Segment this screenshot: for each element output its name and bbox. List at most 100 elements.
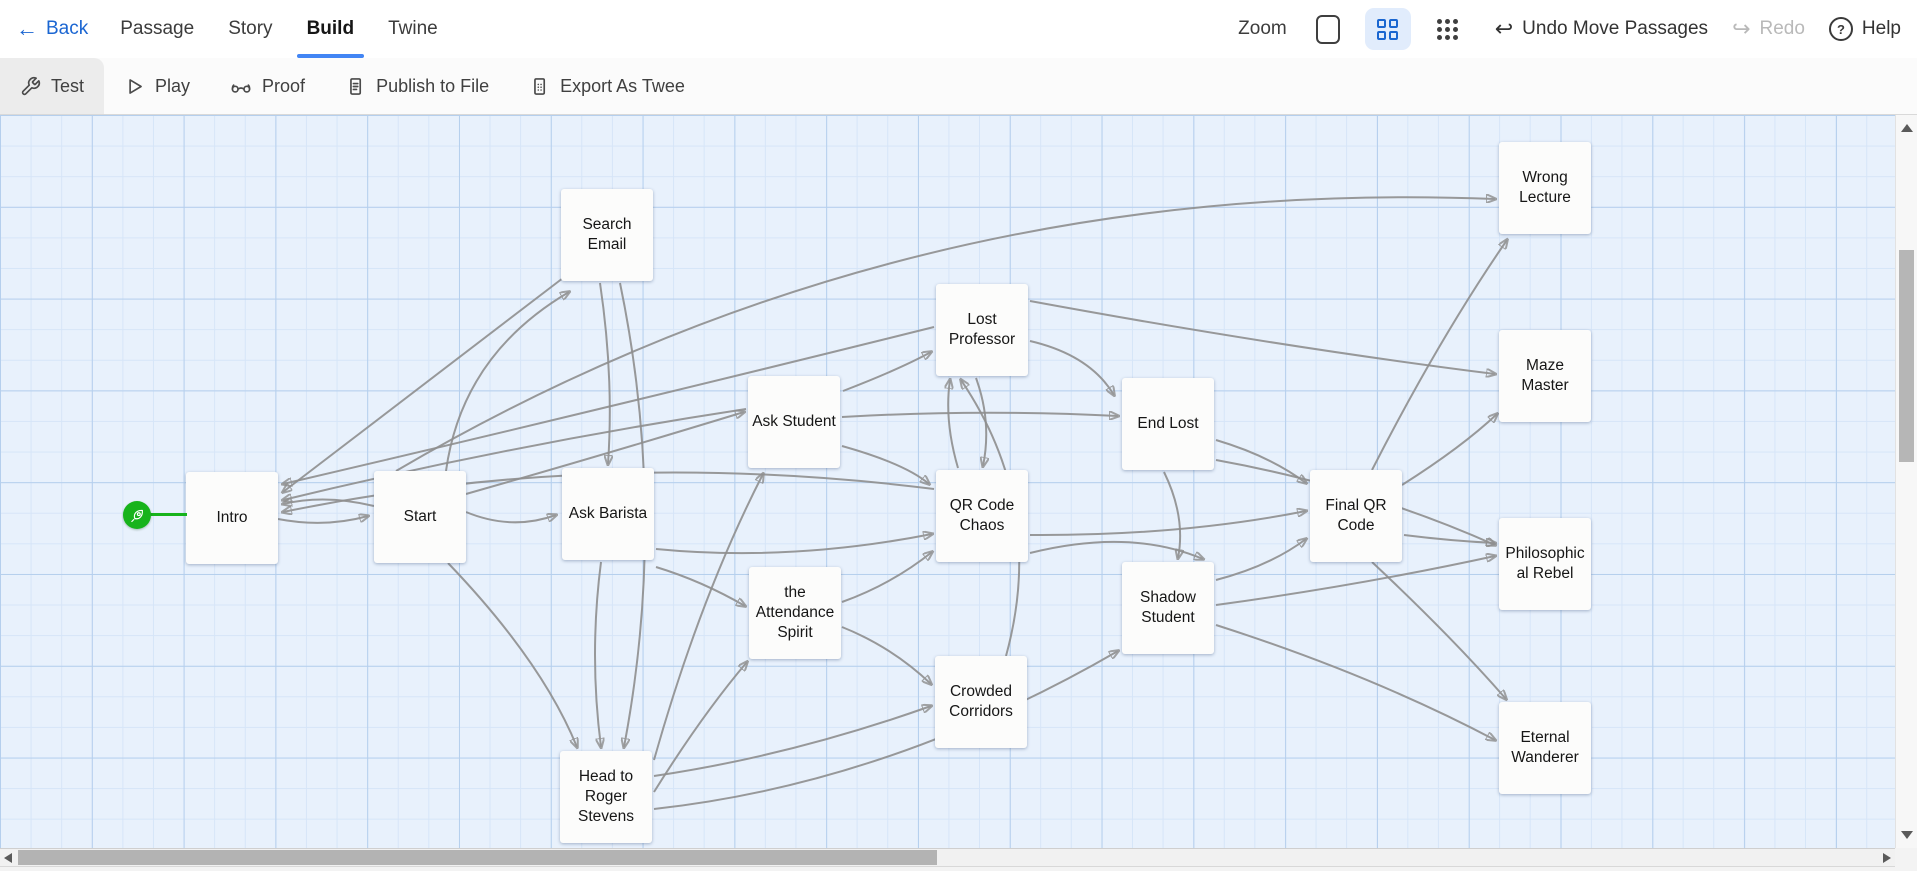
tab-story[interactable]: Story (226, 0, 274, 58)
link-shadow-student-to-final-qr-code (1215, 539, 1306, 581)
publish-to-file-label: Publish to File (376, 75, 490, 96)
link-start-to-intro (283, 499, 375, 506)
passage-node-shadow-student[interactable]: Shadow Student (1122, 562, 1214, 654)
horizontal-scrollbar-thumb[interactable] (18, 850, 937, 865)
tab-build-label: Build (306, 18, 355, 39)
proof-button[interactable]: Proof (210, 58, 325, 114)
back-button[interactable]: ← Back (16, 0, 88, 58)
passage-node-end-lost[interactable]: End Lost (1122, 378, 1214, 470)
passage-node-head-to-roger-stevens[interactable]: Head to Roger Stevens (560, 751, 652, 843)
zoom-large-button[interactable] (1305, 8, 1351, 50)
link-start-to-head-to-roger-stevens (447, 562, 577, 747)
link-ask-student-to-qr-code-chaos (841, 445, 929, 484)
link-end-lost-to-shadow-student (1163, 471, 1180, 558)
bottom-strip (0, 866, 1895, 871)
tab-passage[interactable]: Passage (118, 0, 196, 58)
back-arrow-icon: ← (16, 16, 38, 41)
top-nav: ← Back Passage Story Build Twine Zoom ↩ … (0, 0, 1917, 58)
link-lost-professor-to-end-lost (1029, 340, 1114, 395)
link-final-qr-code-to-wrong-lecture (1371, 240, 1507, 471)
test-button[interactable]: Test (0, 58, 105, 114)
passage-node-final-qr-code[interactable]: Final QR Code (1310, 470, 1402, 562)
tab-twine[interactable]: Twine (386, 0, 440, 58)
passage-node-the-attendance-spirit[interactable]: the Attendance Spirit (749, 567, 841, 659)
vertical-scrollbar-thumb[interactable] (1899, 250, 1914, 462)
export-as-twee-label: Export As Twee (560, 75, 685, 96)
tab-story-label: Story (228, 18, 273, 39)
scroll-right-arrow[interactable] (1883, 853, 1891, 863)
link-head-to-roger-stevens-to-crowded-corridors (653, 706, 931, 777)
link-shadow-student-to-eternal-wanderer (1215, 624, 1495, 740)
scroll-up-arrow[interactable] (1901, 124, 1913, 132)
document-grid-icon (534, 77, 546, 95)
passage-node-crowded-corridors[interactable]: Crowded Corridors (935, 656, 1027, 748)
horizontal-scrollbar[interactable] (0, 848, 1895, 866)
passage-node-qr-code-chaos[interactable]: QR Code Chaos (936, 470, 1028, 562)
undo-button[interactable]: ↩ Undo Move Passages (1495, 18, 1708, 40)
link-qr-code-chaos-to-shadow-student (1029, 540, 1203, 559)
nav-right-group: Zoom ↩ Undo Move Passages ↪ Redo ? Help (1238, 0, 1901, 58)
scroll-down-arrow[interactable] (1901, 831, 1913, 839)
passage-node-ask-student[interactable]: Ask Student (748, 376, 840, 468)
zoom-small-button[interactable] (1425, 8, 1471, 50)
link-ask-barista-to-qr-code-chaos (655, 534, 932, 555)
passage-node-search-email[interactable]: Search Email (561, 189, 653, 281)
zoom-medium-icon (1377, 18, 1399, 40)
zoom-medium-button[interactable] (1364, 8, 1411, 50)
passage-node-start[interactable]: Start (374, 471, 466, 563)
link-head-to-roger-stevens-to-ask-student (653, 474, 763, 761)
link-final-qr-code-to-maze-master (1401, 414, 1497, 486)
passage-node-eternal-wanderer[interactable]: Eternal Wanderer (1499, 702, 1591, 794)
link-final-qr-code-to-eternal-wanderer (1371, 561, 1506, 699)
zoom-large-icon (1315, 14, 1340, 44)
link-lost-professor-to-maze-master (1029, 300, 1495, 374)
publish-to-file-button[interactable]: Publish to File (325, 58, 509, 114)
nav-left-group: ← Back Passage Story Build Twine (16, 0, 440, 58)
passage-node-wrong-lecture[interactable]: Wrong Lecture (1499, 142, 1591, 234)
zoom-label: Zoom (1238, 18, 1287, 39)
link-ask-student-to-intro (283, 408, 747, 500)
proof-label: Proof (262, 75, 306, 96)
test-label: Test (51, 75, 85, 96)
document-icon (350, 77, 362, 95)
passage-node-maze-master[interactable]: Maze Master (1499, 330, 1591, 422)
link-search-email-to-ask-barista (599, 282, 610, 464)
build-toolbar: Test Play Proof Publish to File (0, 58, 1917, 115)
redo-icon: ↪ (1732, 16, 1751, 41)
export-as-twee-button[interactable]: Export As Twee (509, 58, 705, 114)
passage-node-ask-barista[interactable]: Ask Barista (562, 468, 654, 560)
link-head-to-roger-stevens-to-the-attendance-spirit (653, 662, 747, 793)
zoom-small-icon (1437, 18, 1459, 40)
link-start-to-search-email (445, 292, 569, 472)
undo-label: Undo Move Passages (1522, 18, 1709, 39)
tab-twine-label: Twine (388, 18, 438, 39)
link-ask-barista-to-head-to-roger-stevens (594, 561, 601, 747)
link-the-attendance-spirit-to-qr-code-chaos (841, 552, 932, 603)
link-ask-student-to-end-lost (841, 413, 1118, 417)
passage-node-lost-professor[interactable]: Lost Professor (936, 284, 1028, 376)
link-start-to-ask-barista (465, 511, 556, 524)
redo-label: Redo (1759, 18, 1805, 39)
redo-button[interactable]: ↪ Redo (1732, 18, 1805, 40)
link-final-qr-code-to-philosophical-rebel (1403, 534, 1495, 543)
start-connector-line (149, 513, 187, 516)
play-label: Play (155, 75, 191, 96)
passage-node-intro[interactable]: Intro (186, 472, 278, 564)
back-label: Back (46, 18, 89, 39)
glasses-icon (231, 83, 251, 93)
link-lost-professor-to-qr-code-chaos (975, 377, 986, 466)
help-button[interactable]: ? Help (1828, 17, 1901, 41)
scroll-left-arrow[interactable] (4, 853, 12, 863)
passage-node-philosophical-rebel[interactable]: Philosophical Rebel (1499, 518, 1591, 610)
link-the-attendance-spirit-to-crowded-corridors (841, 626, 931, 684)
vertical-scrollbar[interactable] (1895, 115, 1917, 848)
help-label: Help (1861, 18, 1901, 39)
tab-build[interactable]: Build (296, 0, 364, 58)
play-button[interactable]: Play (104, 58, 210, 114)
tab-passage-label: Passage (120, 18, 195, 39)
start-passage-rocket-icon[interactable] (123, 501, 151, 529)
link-head-to-roger-stevens-to-shadow-student (653, 651, 1118, 810)
link-shadow-student-to-philosophical-rebel (1215, 556, 1495, 606)
